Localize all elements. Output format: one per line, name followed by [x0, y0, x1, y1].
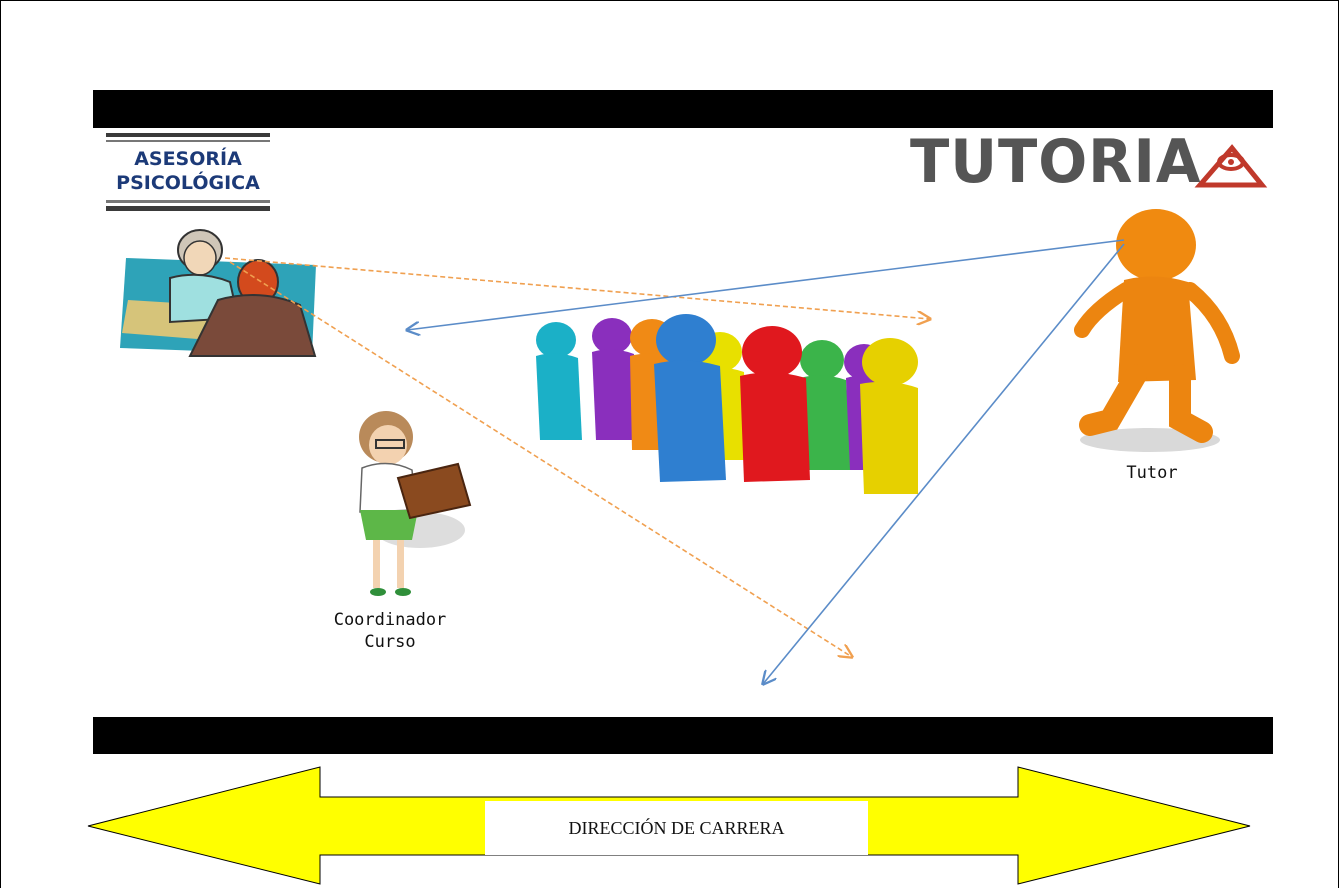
solid-arrow-to-counselor	[407, 239, 1125, 330]
solid-arrows	[407, 239, 1125, 684]
coordinator-label-line1: Coordinador	[333, 610, 447, 630]
asesoria-logo-bars	[106, 133, 270, 211]
solid-arrow-to-bottom	[763, 243, 1125, 684]
tutor-label: Tutor	[1126, 463, 1178, 483]
asesoria-logo: ASESORÍA PSICOLÓGICA	[106, 133, 270, 213]
bottom-black-band	[93, 717, 1273, 754]
tutor-illustration	[1074, 209, 1240, 452]
tutoria-logo-text: TUTORIA	[910, 127, 1202, 197]
counselor-illustration	[120, 229, 317, 357]
asesoria-logo-line1: ASESORÍA	[134, 148, 242, 170]
coordinator-label-line2: Curso	[364, 632, 416, 652]
tutoria-emblem-icon	[1194, 144, 1268, 188]
dashed-arrow-to-bottom	[229, 261, 852, 657]
dashed-arrow-to-group	[224, 257, 930, 319]
coordinator-illustration	[359, 411, 472, 596]
tutoria-logo: TUTORIA	[910, 132, 1262, 192]
asesoria-logo-line2: PSICOLÓGICA	[116, 172, 260, 194]
direction-banner-label: DIRECCIÓN DE CARRERA	[485, 801, 868, 855]
top-black-band	[93, 90, 1273, 128]
students-group-illustration	[532, 314, 918, 502]
dashed-arrows	[224, 257, 930, 657]
coordinator-label: Coordinador Curso	[330, 609, 450, 653]
